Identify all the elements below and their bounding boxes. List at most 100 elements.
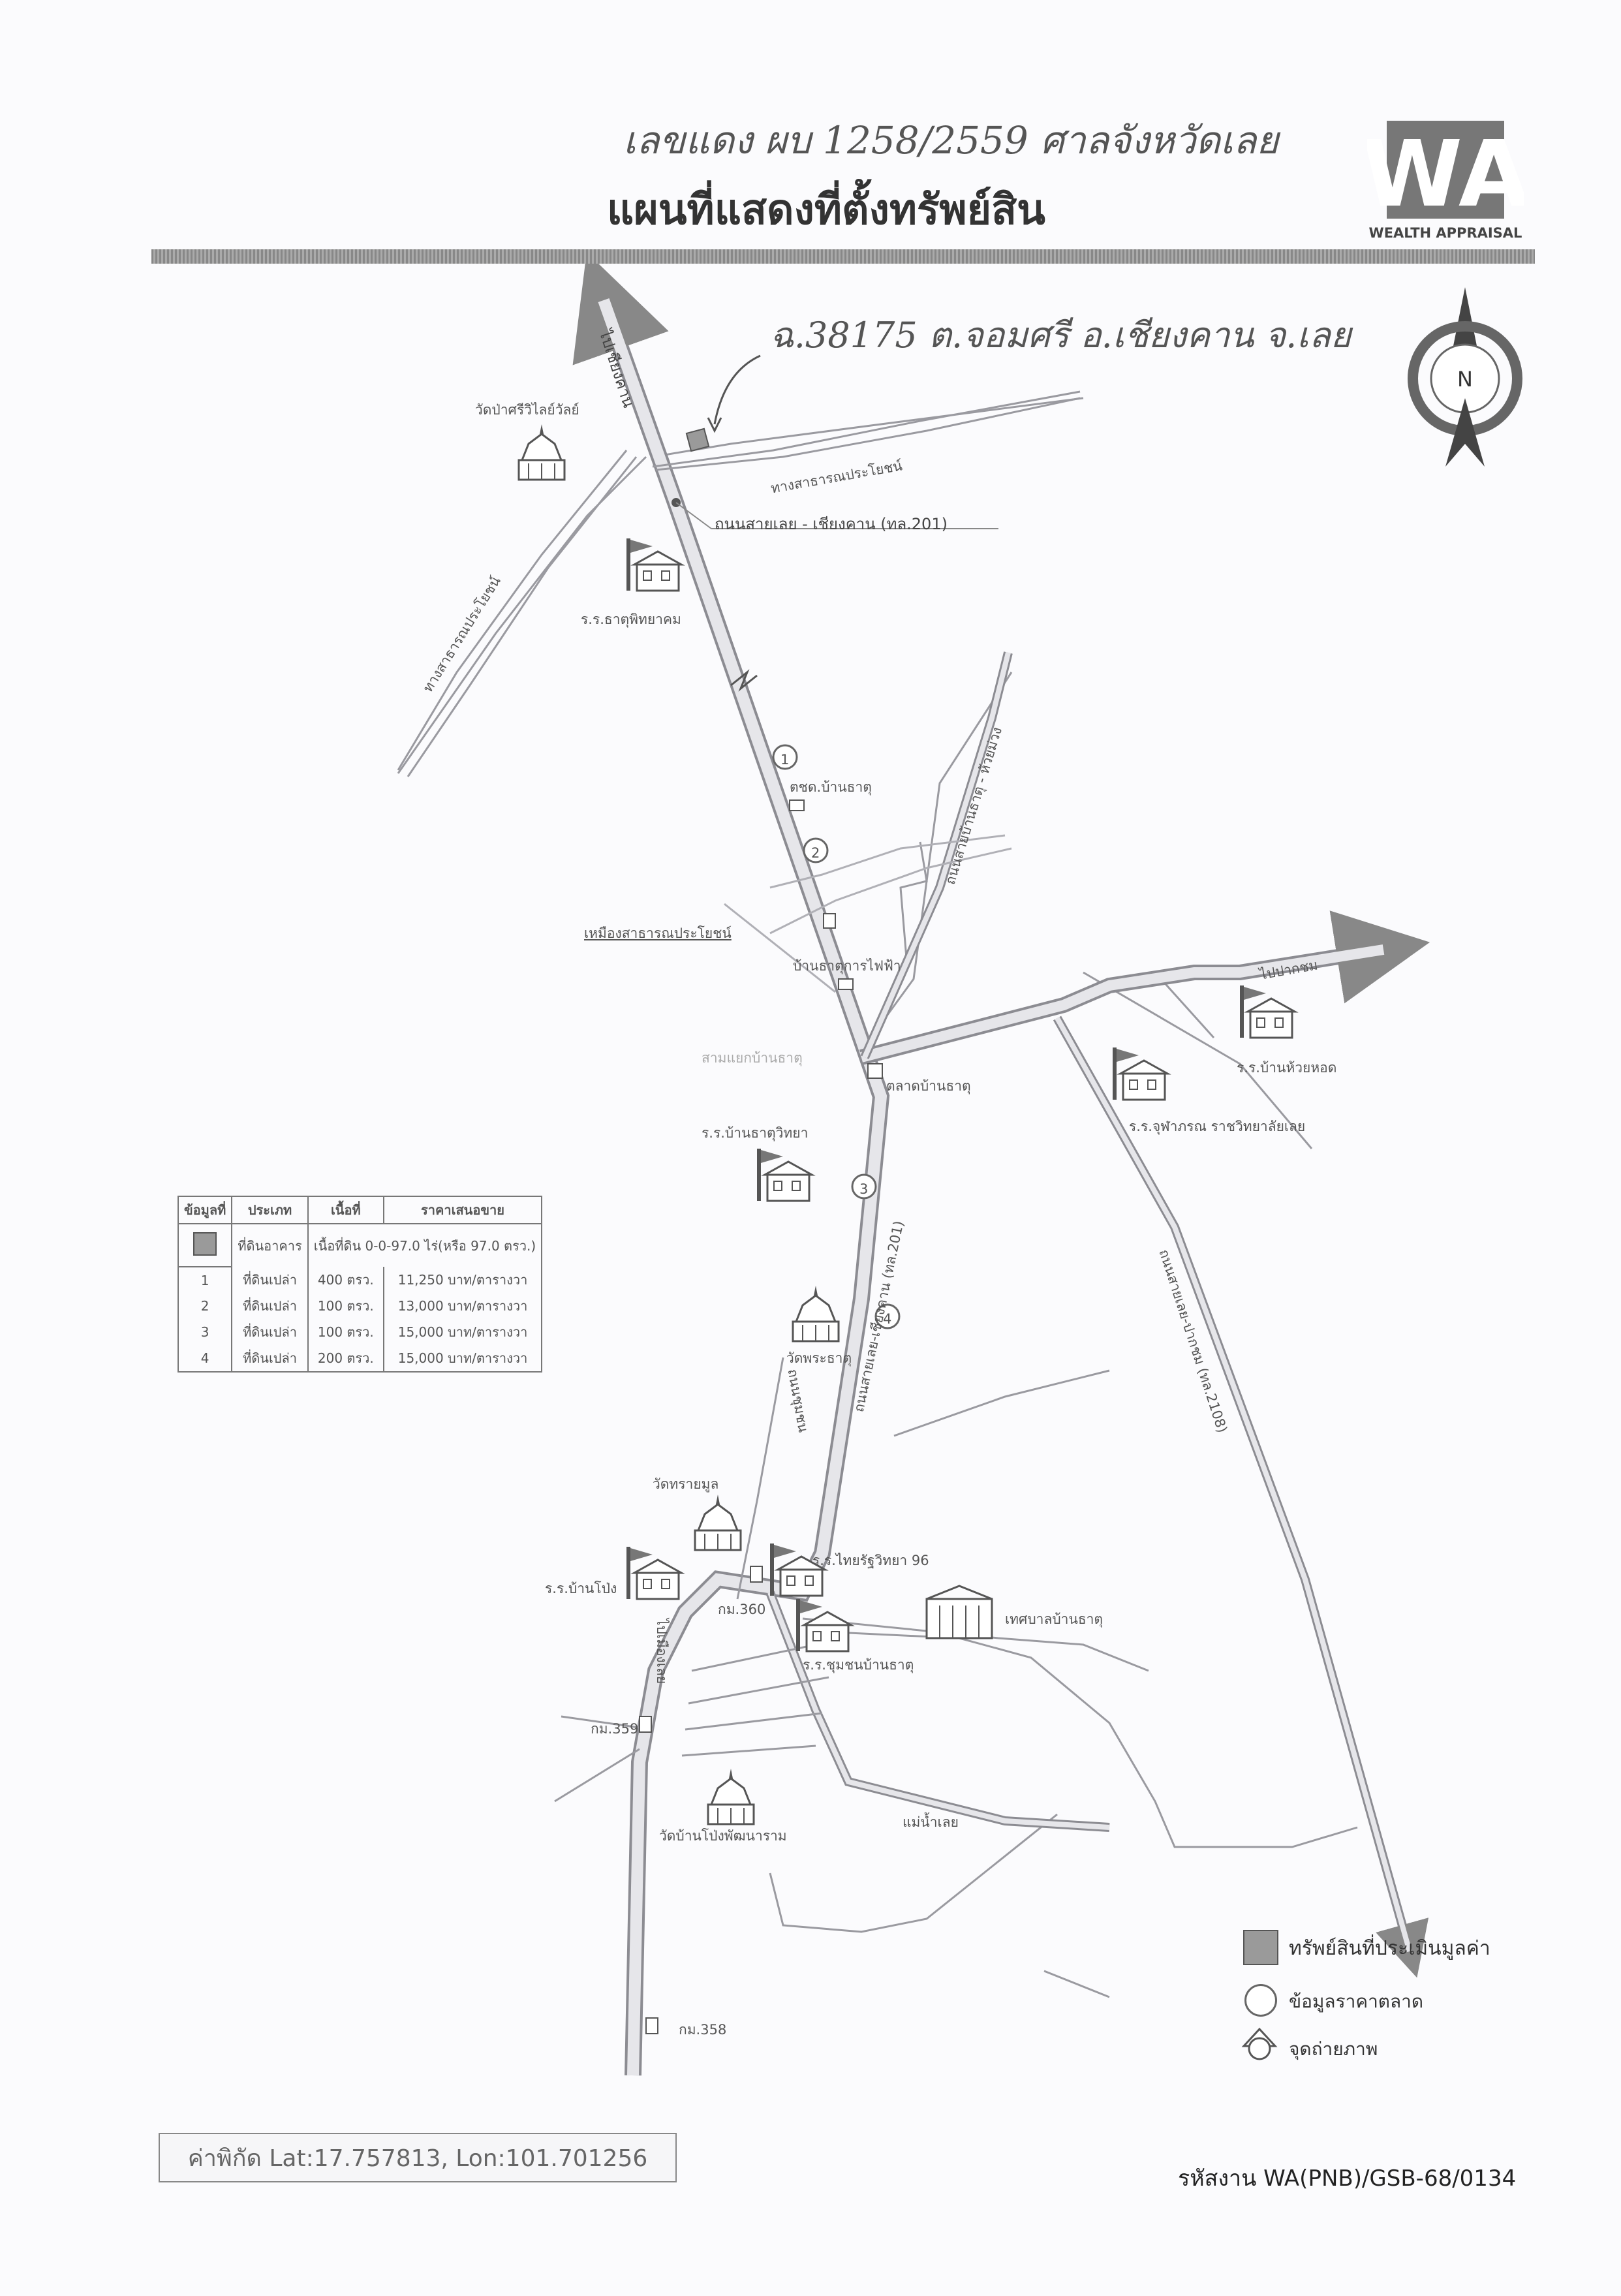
road-2108 <box>1053 1016 1429 1978</box>
market-marker-3-label: 3 <box>859 1181 869 1197</box>
row-3-type: ที่ดินเปล่า <box>231 1319 309 1345</box>
label-km358: กม.358 <box>679 2022 727 2038</box>
page-title: แผนที่แสดงที่ตั้งทรัพย์สิน <box>607 186 1045 234</box>
subject-property-marker <box>672 354 998 529</box>
subject-type: ที่ดินอาคาร <box>231 1224 309 1267</box>
row-3-price: 15,000 บาท/ตารางวา <box>382 1319 543 1345</box>
canal-marker-icon <box>823 913 836 929</box>
label-km360: กม.360 <box>718 1602 766 1617</box>
table-header-row: ข้อมูลที่ ประเภท เนื้อที่ ราคาเสนอขาย <box>177 1196 543 1224</box>
label-school-huai-hot: ร.ร.บ้านห้วยหอด <box>1237 1060 1337 1076</box>
table-header-id: ข้อมูลที่ <box>177 1196 233 1224</box>
road-huai-muang <box>860 651 1013 1059</box>
label-municipality: เทศบาลบ้านธาตุ <box>1005 1611 1104 1627</box>
label-wat-top: วัดป่าศรีวิไลย์วัลย์ <box>475 402 579 418</box>
case-note: เลขแดง ผบ 1258/2559 ศาลจังหวัดเลย <box>623 118 1279 163</box>
table-row: 2 ที่ดินเปล่า 100 ตรว. 13,000 บาท/ตารางว… <box>177 1293 543 1319</box>
label-police: ตชด.บ้านธาตุ <box>790 779 872 795</box>
subject-swatch-cell <box>177 1223 233 1267</box>
label-school-community: ร.ร.ชุมชนบ้านธาตุ <box>803 1657 914 1673</box>
label-intersection: สามแยกบ้านธาตุ <box>702 1050 803 1066</box>
label-main-road: ถนนสายเลย - เชียงคาน (ทล.201) <box>715 515 948 533</box>
row-1-area: 400 ตรว. <box>307 1267 384 1293</box>
market-icon <box>867 1063 883 1079</box>
market-marker-1 <box>772 744 798 770</box>
label-river: แม่น้ำเลย <box>903 1814 959 1830</box>
row-4-area: 200 ตรว. <box>307 1345 384 1373</box>
north-arrow-icon: N <box>1408 287 1522 467</box>
table-row: 4 ที่ดินเปล่า 200 ตรว. 15,000 บาท/ตารางว… <box>177 1345 543 1373</box>
canal <box>724 834 1012 993</box>
school-icon-1 <box>625 537 683 592</box>
label-wat-phra-that: วัดพระธาตุ <box>786 1350 852 1366</box>
logo-letters: WA <box>1367 121 1524 228</box>
market-marker-4 <box>874 1303 901 1329</box>
legend-photo-point-icon <box>1241 2027 1278 2060</box>
km-post-360-icon <box>750 1566 763 1583</box>
label-km359: กม.359 <box>591 1721 639 1737</box>
market-marker-2 <box>803 837 829 863</box>
temple-icon-sai-mun <box>694 1493 742 1551</box>
market-marker-4-label: 4 <box>883 1311 892 1327</box>
row-3-area: 100 ตรว. <box>307 1319 384 1345</box>
public-ways <box>397 390 1081 777</box>
temple-icon-top <box>517 423 566 481</box>
table-header-type: ประเภท <box>231 1196 309 1224</box>
road-to-pak-chom <box>859 910 1430 1065</box>
market-data-markers <box>772 744 901 1329</box>
label-school-chulabhorn: ร.ร.จุฬาภรณ ราชวิทยาลัยเลย <box>1129 1119 1306 1134</box>
row-1-price: 11,250 บาท/ตารางวา <box>382 1267 543 1293</box>
market-marker-2-label: 2 <box>811 845 820 861</box>
subject-deed-note: ฉ.38175 ต.จอมศรี อ.เชียงคาน จ.เลย <box>770 315 1351 356</box>
legend-market-circle-icon <box>1244 1984 1277 2017</box>
table-header-area: เนื้อที่ <box>307 1196 384 1224</box>
school-icon-huai-hot <box>1239 984 1296 1039</box>
market-marker-3 <box>851 1173 877 1200</box>
legend-photo-label: จุดถ่ายภาพ <box>1289 2038 1378 2060</box>
legend-market-label: ข้อมูลราคาตลาด <box>1289 1991 1424 2012</box>
legend-subject-swatch <box>1243 1930 1278 1965</box>
coordinates-box: ค่าพิกัด Lat:17.757813, Lon:101.701256 <box>159 2133 677 2182</box>
label-school-ban-that: ร.ร.บ้านธาตุวิทยา <box>702 1125 809 1141</box>
row-3-id: 3 <box>177 1319 233 1345</box>
road-break-mark <box>730 669 758 692</box>
logo-text: WEALTH APPRAISAL <box>1368 225 1522 241</box>
school-icon-ban-that <box>756 1147 813 1202</box>
header-divider <box>151 249 1535 264</box>
police-icon <box>789 799 805 811</box>
table-row: 1 ที่ดินเปล่า 400 ตรว. 11,250 บาท/ตารางว… <box>177 1267 543 1293</box>
km-post-358-icon <box>645 2017 658 2034</box>
row-2-id: 2 <box>177 1293 233 1319</box>
school-icon-chulabhorn <box>1111 1046 1169 1101</box>
school-icon-pong <box>625 1545 683 1600</box>
local-roads <box>554 1357 1149 1832</box>
row-4-type: ที่ดินเปล่า <box>231 1345 309 1373</box>
row-2-price: 13,000 บาท/ตารางวา <box>382 1293 543 1319</box>
subject-area: เนื้อที่ดิน 0-0-97.0 ไร่(หรือ 97.0 ตรว.) <box>307 1224 543 1267</box>
market-price-table: ข้อมูลที่ ประเภท เนื้อที่ ราคาเสนอขาย ที… <box>177 1196 543 1373</box>
label-market: ตลาดบ้านธาตุ <box>886 1078 971 1094</box>
label-electric: บ้านธาตุการไฟฟ้า <box>793 958 901 974</box>
row-4-price: 15,000 บาท/ตารางวา <box>382 1345 543 1373</box>
municipality-icon <box>925 1585 993 1639</box>
row-2-type: ที่ดินเปล่า <box>231 1293 309 1319</box>
electric-icon <box>838 978 854 990</box>
row-4-id: 4 <box>177 1345 233 1373</box>
table-row-subject: ที่ดินอาคาร เนื้อที่ดิน 0-0-97.0 ไร่(หรื… <box>177 1223 543 1267</box>
label-school-pong: ร.ร.บ้านโป่ง <box>545 1581 617 1596</box>
subject-swatch-icon <box>193 1232 217 1256</box>
table-header-price: ราคาเสนอขาย <box>382 1196 543 1224</box>
school-icon-community <box>795 1598 852 1652</box>
temple-icon-phra-that <box>792 1284 840 1342</box>
row-1-type: ที่ดินเปล่า <box>231 1267 309 1293</box>
job-code: รหัสงาน WA(PNB)/GSB-68/0134 <box>1178 2165 1517 2192</box>
label-wat-bottom: วัดบ้านโป่งพัฒนาราม <box>659 1828 787 1844</box>
label-school-1: ร.ร.ธาตุพิทยาคม <box>581 612 681 627</box>
label-school-thairath: ร.ร.ไทยรัฐวิทยา 96 <box>812 1553 929 1568</box>
wealth-appraisal-logo: WA <box>1367 121 1524 228</box>
legend-subject-label: ทรัพย์สินที่ประเมินมูลค่า <box>1289 1937 1490 1960</box>
market-marker-1-label: 1 <box>780 752 790 768</box>
km-post-359-icon <box>639 1716 652 1733</box>
temple-icon-bottom <box>707 1767 755 1825</box>
